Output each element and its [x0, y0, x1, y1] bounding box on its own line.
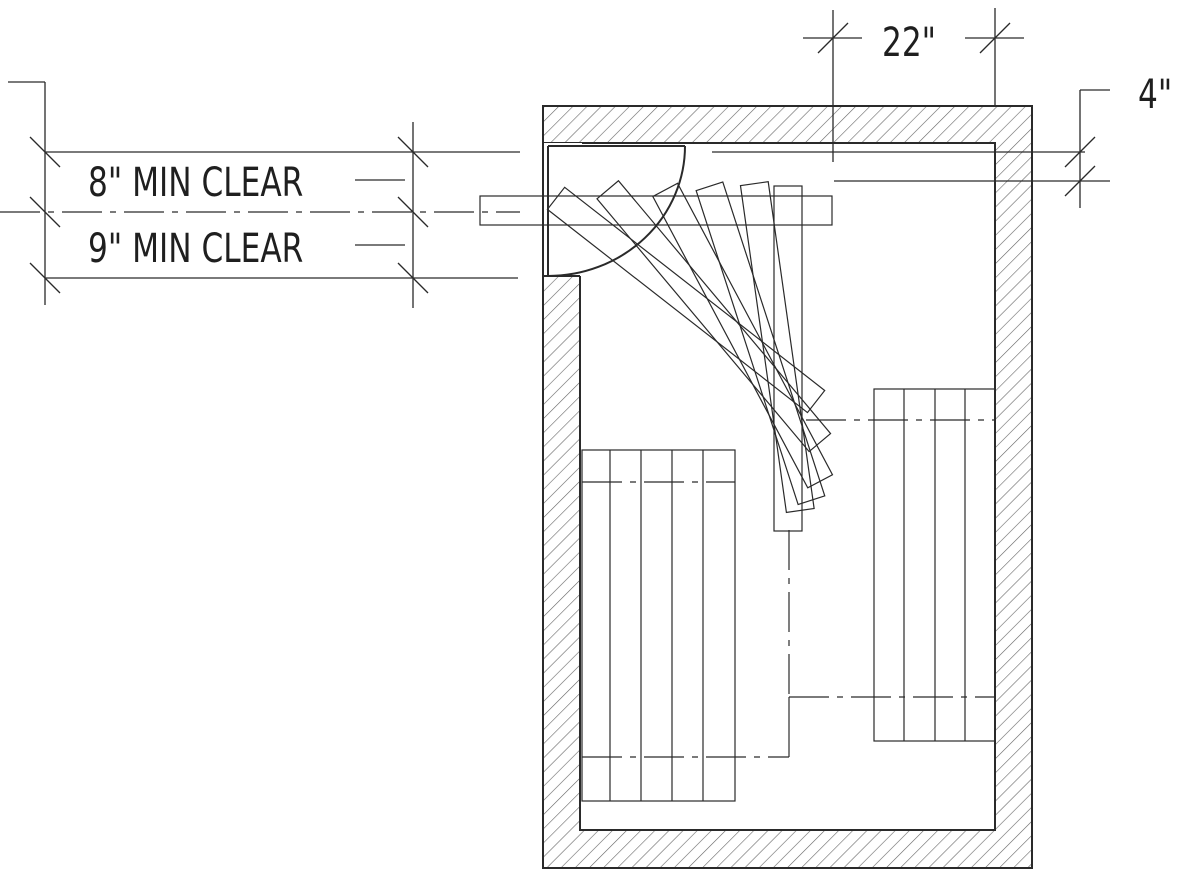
stretcher-pos-1 — [546, 186, 826, 414]
left-dimension — [8, 81, 520, 308]
label-22-inch: 22" — [882, 20, 936, 66]
stretcher-pos-2 — [596, 179, 832, 453]
door-swing — [547, 145, 686, 277]
right-dimension — [1064, 89, 1110, 208]
stretcher-pos-6 — [773, 185, 803, 532]
stretcher-rotation-sequence — [546, 179, 834, 532]
clear-lines — [712, 151, 1110, 182]
right-cot — [789, 388, 996, 742]
stretcher-pos-4 — [695, 181, 826, 506]
left-cot — [581, 449, 789, 802]
label-8-min-clear: 8" MIN CLEAR — [88, 160, 303, 206]
wall-hatched — [542, 105, 1033, 869]
stretcher-pos-5 — [739, 181, 815, 514]
label-9-min-clear: 9" MIN CLEAR — [88, 226, 303, 272]
stretcher-horizontal — [479, 195, 833, 226]
label-4-inch: 4" — [1138, 72, 1172, 118]
top-dimension — [803, 8, 1024, 162]
